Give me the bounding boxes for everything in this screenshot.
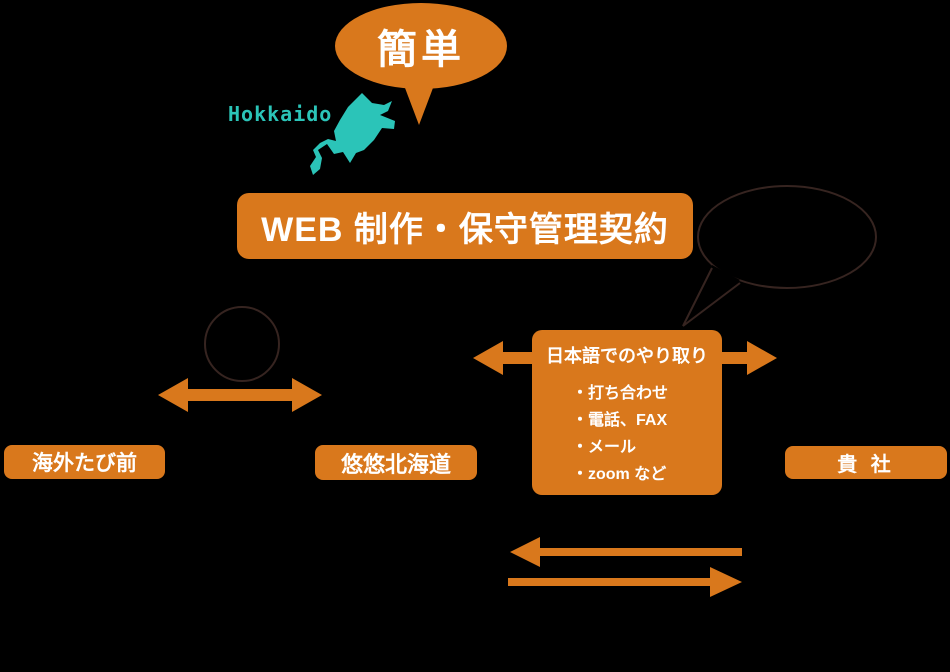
entity-middle-label: 悠悠北海道 [340, 451, 451, 477]
easy-speech-bubble-tail [402, 80, 436, 125]
communication-item: ・zoom など [572, 466, 667, 483]
easy-label: 簡単 [377, 28, 465, 72]
bottom-exchange-arrows-icon [508, 537, 742, 597]
entity-right-label: 貴 社 [837, 454, 895, 476]
circle-speech-bubble [204, 306, 280, 382]
contract-banner-label: WEB 制作・保守管理契約 [261, 210, 669, 249]
entity-left-label: 海外たび前 [32, 452, 137, 475]
hokkaido-label: Hokkaido [228, 102, 333, 126]
entity-yuyu-hokkaido: 悠悠北海道 [315, 445, 477, 480]
double-arrow-left-icon [158, 378, 322, 412]
entity-your-company: 貴 社 [785, 446, 947, 479]
communication-list: ・打ち合わせ ・電話、FAX ・メール ・zoom など [572, 380, 722, 488]
communication-box: 日本語でのやり取り ・打ち合わせ ・電話、FAX ・メール ・zoom など [532, 330, 722, 495]
outline-speech-bubble [682, 185, 877, 327]
communication-item: ・打ち合わせ [572, 385, 669, 402]
easy-speech-bubble: 簡単 [335, 3, 507, 89]
hokkaido-map-icon [310, 93, 395, 175]
communication-title: 日本語でのやり取り [546, 346, 708, 366]
communication-item: ・メール [572, 439, 637, 456]
contract-banner: WEB 制作・保守管理契約 [237, 193, 693, 259]
entity-kaigai-tabimae: 海外たび前 [4, 445, 165, 479]
communication-item: ・電話、FAX [572, 412, 668, 429]
